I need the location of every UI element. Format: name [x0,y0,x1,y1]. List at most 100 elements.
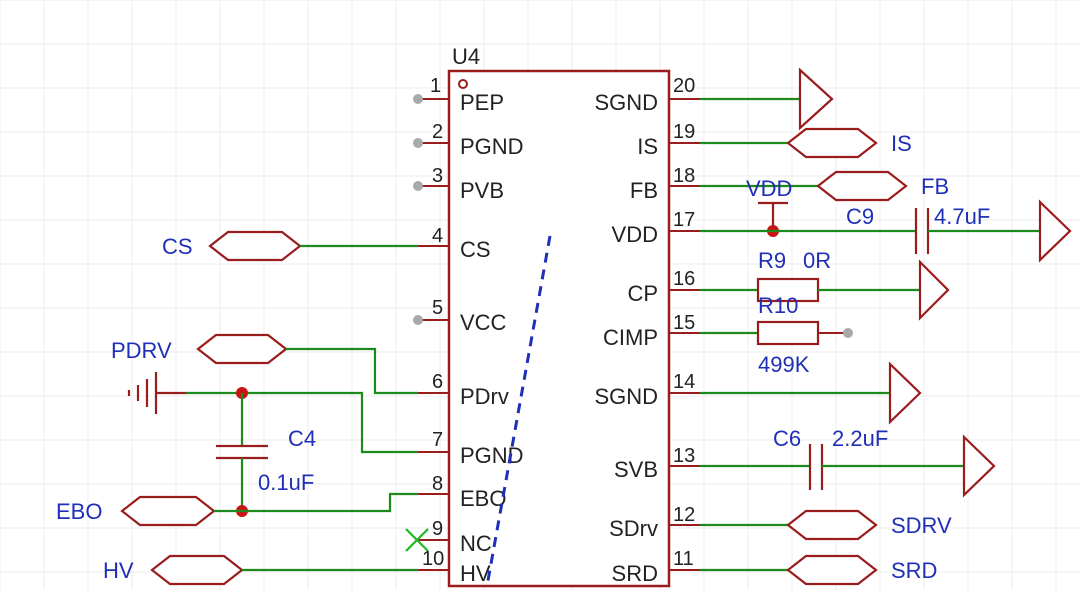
pin-16[interactable]: 16 CP [627,268,700,306]
pin-number: 7 [432,429,443,451]
pin-3[interactable]: 3 PVB [413,165,504,203]
pin-number: 16 [673,268,695,290]
pin-name: PGND [460,134,524,159]
wire-pdrv[interactable] [286,347,418,395]
net-label-fb: FB [921,174,949,199]
pin-number: 4 [432,225,443,247]
pin-20[interactable]: 20 SGND [594,75,700,115]
pin-13[interactable]: 13 SVB [614,445,700,482]
pin-name: CS [460,237,491,262]
pin-11[interactable]: 11 SRD [612,548,700,586]
net-label-cs: CS [162,234,193,259]
pin-17[interactable]: 17 VDD [612,209,700,247]
pin-number: 20 [673,75,695,97]
pin-number: 17 [673,209,695,231]
pin-name: PVB [460,178,504,203]
net-label-sdrv: SDRV [891,513,952,538]
pin-1[interactable]: 1 PEP [413,75,504,115]
net-label-pdrv: PDRV [111,338,172,363]
pin-name: CIMP [603,325,658,350]
unconnected-endpoint-icon [843,328,853,338]
capacitor-c4[interactable] [216,444,268,460]
c6-value-label: 2.2uF [832,426,888,451]
wire-pgnd[interactable] [186,391,418,454]
pin-number: 12 [673,504,695,526]
ground-triangle-icon [888,361,922,425]
pin-name: IS [637,134,658,159]
net-label-ebo: EBO [56,499,102,524]
pin1-marker-icon [458,79,468,89]
pin-6[interactable]: 6 PDrv [418,371,509,409]
pin-name: SGND [594,384,658,409]
pin-name: VDD [612,222,658,247]
unconnected-endpoint-icon [413,315,423,325]
pin-18[interactable]: 18 FB [630,165,700,203]
pin-name: FB [630,178,658,203]
pin-4[interactable]: 4 CS [418,225,491,262]
pin-number: 1 [430,75,441,97]
capacitor-c6[interactable] [808,444,824,490]
chip-u4-body[interactable] [447,69,671,588]
pin-number: 11 [673,548,694,570]
pin-name: PEP [460,90,504,115]
r10-ref-label: R10 [758,293,798,318]
c4-ref-label: C4 [288,426,316,451]
net-port-fb-icon[interactable] [816,170,908,202]
c9-ref-label: C9 [846,204,874,229]
pin-name: EBO [460,486,506,511]
unconnected-endpoint-icon [413,94,423,104]
pin-name: SRD [612,561,658,586]
pin-name: VCC [460,310,507,335]
pin-19[interactable]: 19 IS [637,121,700,159]
c4-value-label: 0.1uF [258,470,314,495]
pin-15[interactable]: 15 CIMP [603,312,700,350]
net-port-cs-icon[interactable] [208,230,302,262]
ground-triangle-icon [918,259,950,321]
pin-number: 6 [432,371,443,393]
pin-name: HV [460,561,491,586]
pin-12[interactable]: 12 SDrv [609,504,700,541]
resistor-r10[interactable] [756,320,820,346]
r9-value-label: 0R [803,248,831,273]
net-port-is-icon[interactable] [786,127,878,159]
net-port-srd-icon[interactable] [786,554,878,586]
pin-number: 2 [432,121,443,143]
pin-name: SVB [614,457,658,482]
r9-ref-label: R9 [758,248,786,273]
wire-ebo[interactable] [214,492,418,513]
pin-name: SGND [594,90,658,115]
unconnected-endpoint-icon [413,138,423,148]
capacitor-c9[interactable] [914,208,930,254]
pin-name: PGND [460,443,524,468]
net-label-hv: HV [103,558,134,583]
net-port-hv-icon[interactable] [150,554,244,586]
pin-number: 14 [673,371,695,393]
net-port-sdrv-icon[interactable] [786,509,878,541]
pin-10[interactable]: 10 HV [418,548,491,586]
unconnected-endpoint-icon [413,181,423,191]
pin-8[interactable]: 8 EBO [418,473,506,511]
pin-name: SDrv [609,516,658,541]
pin-number: 8 [432,473,443,495]
pin-name: NC [460,531,492,556]
pin-number: 10 [422,548,444,570]
ground-triangle-icon [798,67,834,131]
pin-5[interactable]: 5 VCC [413,297,507,335]
ground-triangle-icon [1038,199,1072,263]
c9-value-label: 4.7uF [934,204,990,229]
pin-14[interactable]: 14 SGND [594,371,700,409]
pin-name: CP [627,281,658,306]
net-label-is: IS [891,131,912,156]
chip-ref-label: U4 [452,44,480,69]
net-label-vdd: VDD [746,176,792,201]
pin-number: 19 [673,121,695,143]
pin-9[interactable]: 9 NC [405,518,492,556]
pin-number: 5 [432,297,443,319]
net-port-pdrv-icon[interactable] [196,333,288,365]
pin-2[interactable]: 2 PGND [413,121,524,159]
pin-name: PDrv [460,384,509,409]
pin-7[interactable]: 7 PGND [418,429,524,468]
c6-ref-label: C6 [773,426,801,451]
net-port-ebo-icon[interactable] [120,495,216,527]
